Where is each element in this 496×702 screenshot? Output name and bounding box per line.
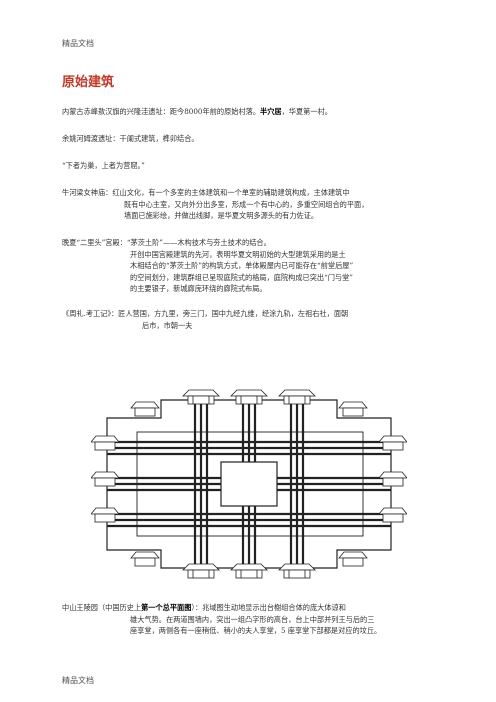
page-footer: 精品文档 — [62, 676, 94, 685]
p1-year: 8000 — [184, 107, 203, 116]
p4-line1: 红山文化，有一个多室的主体建筑和一个单室的辅助建筑构成，主体建筑中 — [112, 188, 350, 197]
p7-line2: 雄大气势。在两道围墙内，突出一组凸字形的高台，台上中部并列王与后的三 — [130, 614, 375, 624]
paragraph-zhongshan: 中山王陵园（中国历史上第一个总平面图）：兆域图生动地显示出台榭组合体的庞大体谅和 — [62, 602, 346, 614]
paragraph-xinglongwa: 内蒙古赤峰敖汉旗的兴隆洼遗址：距今8000年前的原始村落。半穴居，华夏第一村。 — [62, 106, 332, 118]
p7-line1-rest: ）：兆域图生动地显示出台榭组合体的庞大体谅和 — [191, 603, 346, 612]
p5-lead: 晚夏“二里头”宫殿： — [62, 238, 127, 247]
p5-line2: 开创中国宫殿建筑的先河，表明华夏文明初始的大型建筑采用的是土 — [130, 249, 346, 259]
p7-line3: 座享堂，两侧各有一座稍低、稍小的夫人享堂，5 座享堂下部都是对应的坟丘。 — [130, 626, 382, 636]
p4-lead: 牛河梁女神庙： — [62, 188, 113, 197]
page-header: 精品文档 — [62, 39, 94, 48]
page-title: 原始建筑 — [62, 75, 115, 90]
p1-suffix: ，华夏第一村。 — [281, 107, 332, 116]
p5-line1: “茅茨土阶”——木构技术与夯土技术的结合。 — [126, 238, 271, 247]
paragraph-erlitou: 晚夏“二里头”宫殿：“茅茨土阶”——木构技术与夯土技术的结合。 — [62, 237, 271, 249]
p1-bold-term: 半穴居 — [260, 107, 282, 116]
p5-line4: 的空间划分，建筑群组已呈现庭院式的格局，庭院构成已突出“门与堂” — [130, 272, 353, 282]
p7-bold-term: 第一个总平面图 — [141, 603, 192, 612]
p7-lead: 中山王陵园（中国历史上 — [62, 603, 142, 612]
paragraph-zhouli: 《周礼.考工记》：匠人营国，方九里，旁三门，国中九经九维，经涂九轨，左祖右社，面… — [62, 309, 349, 318]
paragraph-hemudu: 余姚河姆渡遗址：干阑式建筑，榫卯结合。 — [62, 134, 199, 143]
p6-line2: 后市，市朝一夫 — [142, 320, 193, 330]
ancient-city-plan-illustration — [91, 389, 407, 579]
p5-line3: 木相结合的“茅茨土阶”的构筑方式，单体殿屋内已可能存在“前堂后屋” — [130, 261, 354, 271]
p5-line5: 的主要银子，新城廊庑环绕的廊院式布局。 — [130, 284, 267, 294]
p1-mid: 年前的原始村落。 — [202, 107, 261, 116]
p4-line3: 墙面已施彩绘，并做出线脚，是华夏文明多源头的有力佐证。 — [124, 211, 319, 221]
paragraph-niuheliang: 牛河梁女神庙：红山文化，有一个多室的主体建筑和一个单室的辅助建筑构成，主体建筑中 — [62, 187, 350, 199]
paragraph-quote: “下者为巢，上者为营窟。” — [62, 161, 145, 170]
p1-prefix: 内蒙古赤峰敖汉旗的兴隆洼遗址：距今 — [62, 107, 185, 116]
p4-line2: 既有中心主室，又向外分出多室，形成一个有中心的，多重空间组合的平面， — [124, 199, 369, 209]
